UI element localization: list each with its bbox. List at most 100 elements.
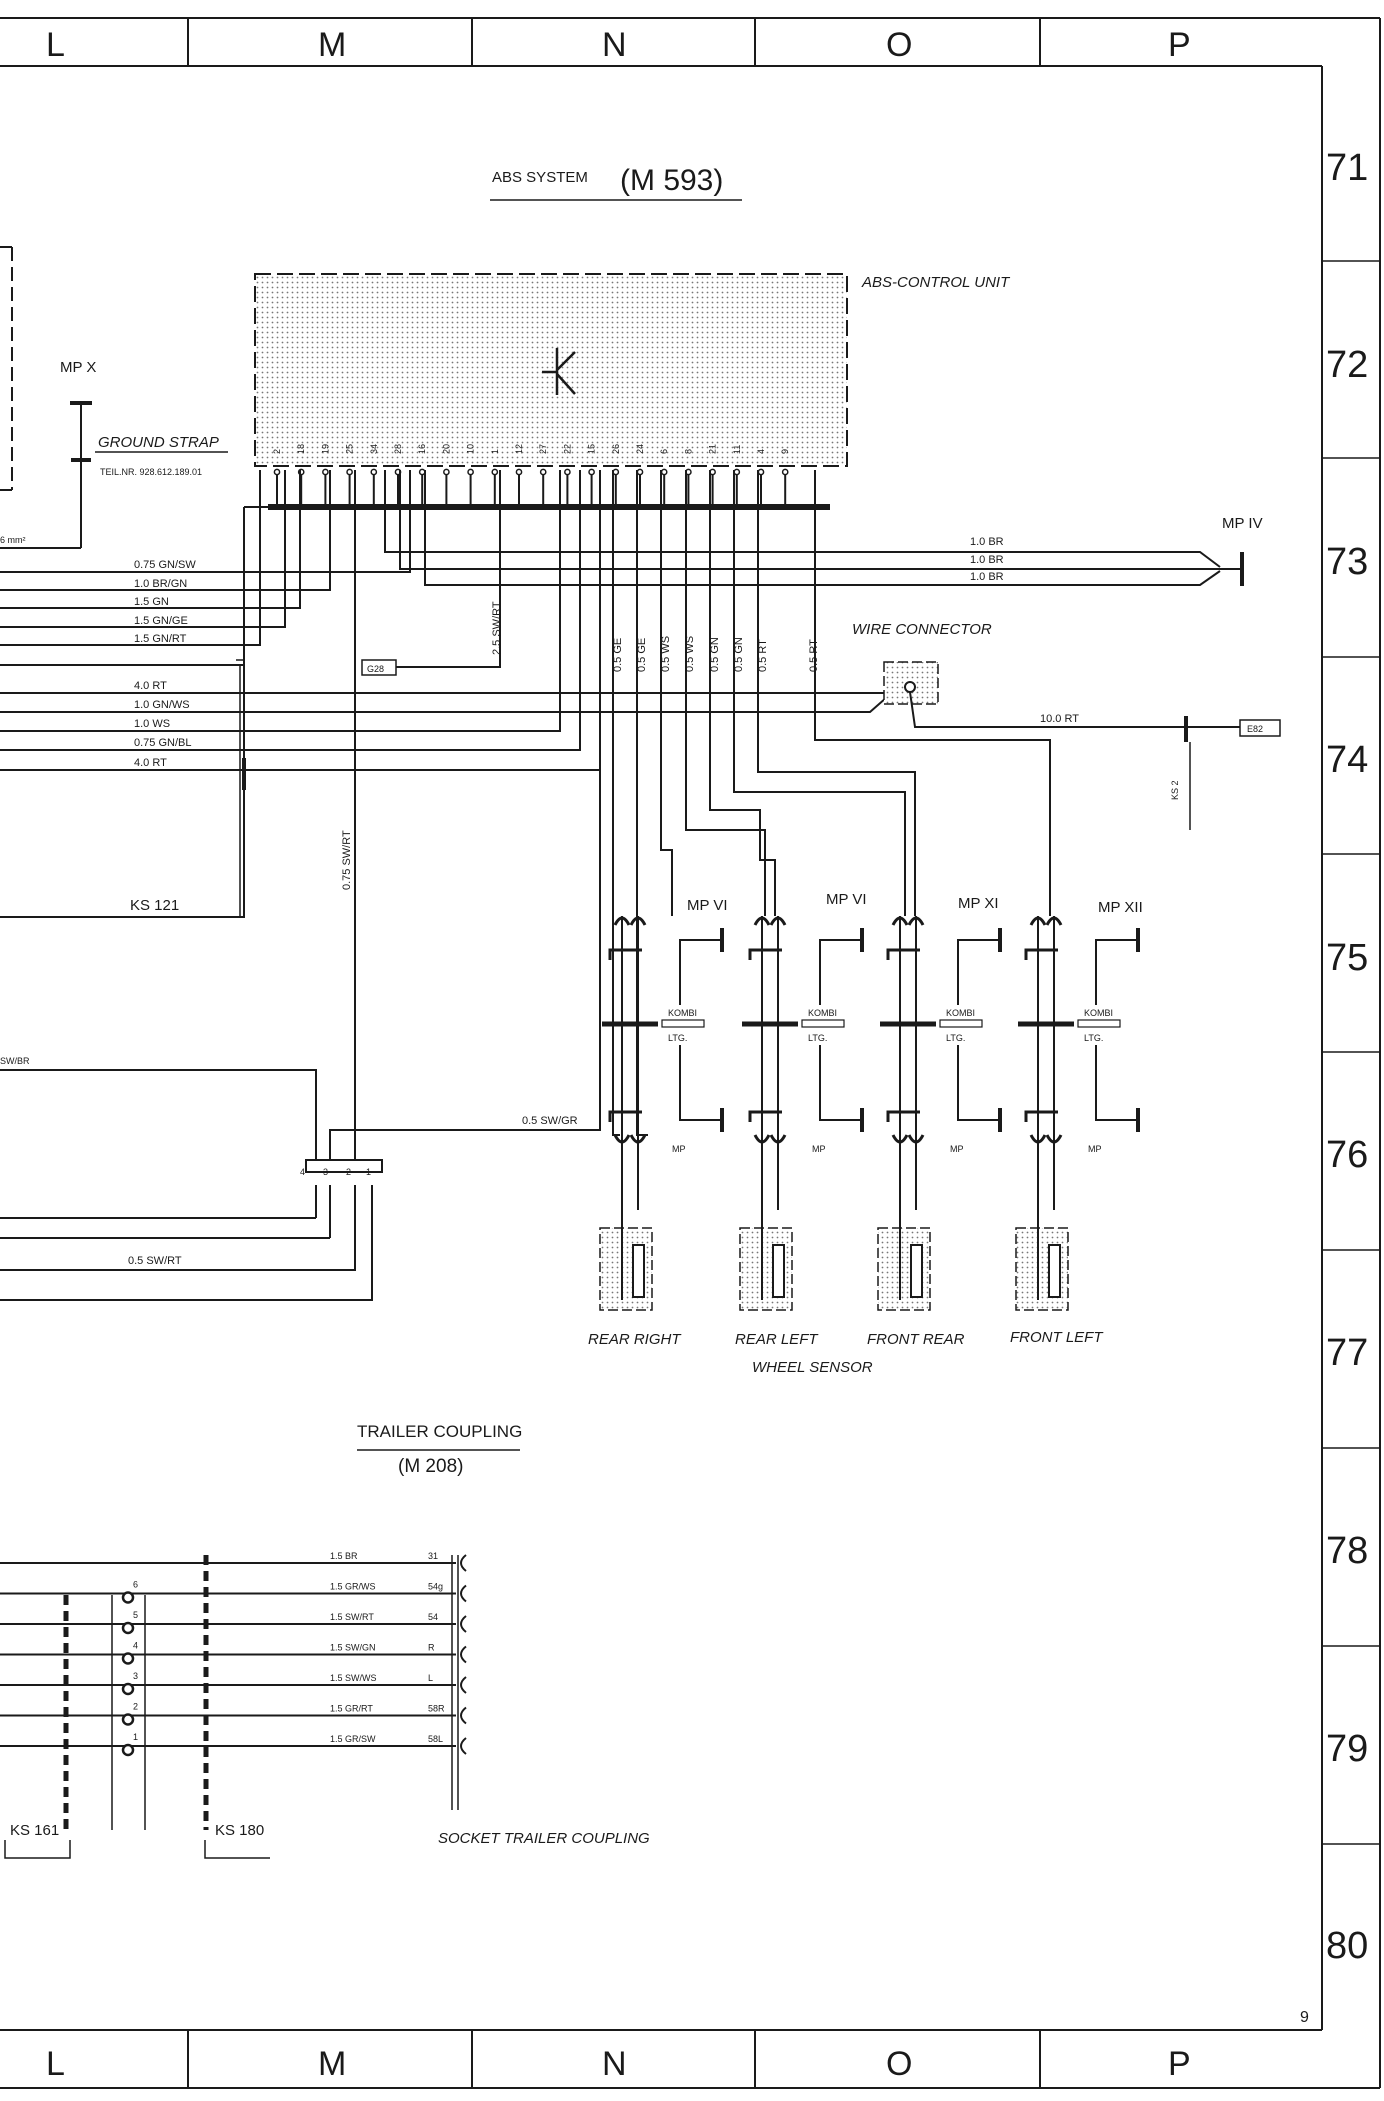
sensor-mp-front-left: MP XII	[1098, 899, 1143, 916]
mp-ground-wire	[1095, 1045, 1136, 1121]
socket-pin	[460, 1584, 467, 1603]
coupling-pin	[121, 1652, 135, 1665]
g28-wire	[396, 470, 501, 668]
kombi-label: KOMBI	[808, 1008, 837, 1018]
sensor-plug-cap	[907, 1134, 925, 1144]
wheel-sensor-coil	[632, 1244, 645, 1298]
trailer-wire-label: 1.5 GR/RT	[330, 1704, 373, 1714]
coupling-pin	[121, 1621, 135, 1635]
wire-label-gn-ge: 1.5 GN/GE	[134, 615, 188, 627]
coupling-pin-number: 6	[133, 1580, 138, 1590]
sensor-shield	[748, 948, 782, 960]
abs-pin-label: 18	[296, 444, 306, 454]
trailer-terminal-label: 54	[428, 1612, 438, 1622]
column-letter-top-P: P	[1168, 26, 1191, 64]
mp-ground-wire	[1095, 939, 1136, 1005]
socket-pin	[460, 1706, 467, 1725]
sensor-wire	[757, 470, 916, 916]
trailer-terminal-label: 58L	[428, 1734, 443, 1744]
wire-label-gn-sw: 0.75 GN/SW	[134, 559, 196, 571]
row-number-75: 75	[1326, 937, 1368, 979]
abs-pin-label: 11	[732, 445, 742, 454]
column-letter-top-N: N	[602, 26, 627, 64]
socket-pin	[460, 1737, 467, 1755]
mp-ground-wire	[819, 939, 860, 1005]
e82-wire	[909, 691, 1240, 728]
abs-pin-contact	[467, 468, 474, 476]
mp4-wire-3: 1.0 BR	[970, 571, 1004, 583]
sensor-plug-cap	[1029, 1134, 1047, 1144]
sensor-plug-cap	[753, 1134, 771, 1144]
wire-label-gn-rt: 1.5 GN/RT	[134, 633, 187, 645]
column-letter-bottom-N: N	[602, 2045, 627, 2083]
mp4-wire-1: 1.0 BR	[970, 536, 1004, 548]
abs-pin-label: 1	[490, 449, 500, 454]
sensor-wire	[685, 470, 766, 916]
mp4-wires	[384, 470, 1242, 586]
sensor-wire	[612, 470, 620, 1136]
ltg-label: LTG.	[1084, 1033, 1103, 1043]
abs-pin-label: 28	[393, 444, 403, 454]
trailer-terminal-label: 31	[428, 1551, 438, 1561]
sensor-wire	[709, 470, 776, 916]
g28-label: G28	[367, 664, 384, 674]
e82-box	[1239, 719, 1281, 737]
column-letter-bottom-O: O	[886, 2045, 912, 2083]
sw-gr-label: 0.5 SW/GR	[522, 1115, 578, 1127]
wheel-sensor-label: WHEEL SENSOR	[752, 1359, 873, 1376]
row-number-80: 80	[1326, 1925, 1368, 1967]
page-number: 9	[1300, 2009, 1309, 2026]
trailer-wire-label: 1.5 GR/WS	[330, 1582, 376, 1592]
abs-pin-contact	[370, 468, 378, 476]
socket-pin	[460, 1645, 467, 1664]
sensor-plug-cap	[613, 1134, 631, 1144]
abs-pin-label: 2	[272, 449, 282, 454]
sw-gr-wire	[329, 470, 601, 1160]
vwire-label-1: 0.5 GE	[612, 638, 624, 672]
kombi-line	[801, 1019, 845, 1028]
rt10-label: 10.0 RT	[1040, 713, 1079, 725]
kombi-line	[661, 1019, 705, 1028]
coupling-pin	[121, 1682, 135, 1696]
sensor-wire	[733, 470, 906, 916]
mp4-label: MP IV	[1222, 515, 1263, 532]
mp-small-label: MP	[950, 1144, 964, 1154]
column-letter-bottom-P: P	[1168, 2045, 1191, 2083]
trailer-wire-label: 1.5 SW/RT	[330, 1612, 374, 1622]
vertical-wire-labels: 0.5 GE 0.5 GE 0.5 WS 0.5 WS 0.5 GN 0.5 G…	[612, 636, 820, 672]
trailer-code: (M 208)	[398, 1456, 463, 1477]
transistor-symbol	[542, 348, 576, 395]
wire-label-br-gn: 1.0 BR/GN	[134, 578, 187, 590]
vwire-label-6: 0.5 GN	[733, 637, 745, 672]
ks161-label: KS 161	[10, 1822, 59, 1839]
mp-small-label: MP	[672, 1144, 686, 1154]
sensor-shield	[1024, 948, 1058, 960]
connector4-pin-1: 1	[366, 1167, 371, 1177]
abs-pin-contact	[660, 468, 668, 476]
sensor-shield	[608, 1110, 642, 1122]
abs-pin-label: 25	[345, 444, 355, 454]
wire-label-ws: 1.0 WS	[134, 718, 170, 730]
trailer-wire-label: 1.5 BR	[330, 1551, 358, 1561]
column-letter-bottom-M: M	[318, 2045, 346, 2083]
mp-x-label: MP X	[60, 359, 96, 376]
coupling-pin-number: 3	[133, 1671, 138, 1681]
socket-pin	[460, 1554, 467, 1572]
row-number-72: 72	[1326, 344, 1368, 386]
sensor-plug-cap	[1045, 1134, 1063, 1144]
e82-label: E82	[1247, 724, 1263, 734]
abs-pin-contact	[636, 468, 644, 476]
trailer-terminal-label: L	[428, 1673, 433, 1683]
sensor-mp-front-rear: MP XI	[958, 895, 999, 912]
column-letter-top-M: M	[318, 26, 346, 64]
sensor-mp-rear-right: MP VI	[687, 897, 728, 914]
coupling-pin-number: 4	[133, 1641, 138, 1651]
wheel-sensor-coil	[772, 1244, 785, 1298]
vwire-label-4: 0.5 WS	[684, 636, 696, 672]
column-letter-top-L: L	[46, 26, 65, 64]
row-number-74: 74	[1326, 739, 1368, 781]
coupling-pin	[121, 1743, 135, 1757]
